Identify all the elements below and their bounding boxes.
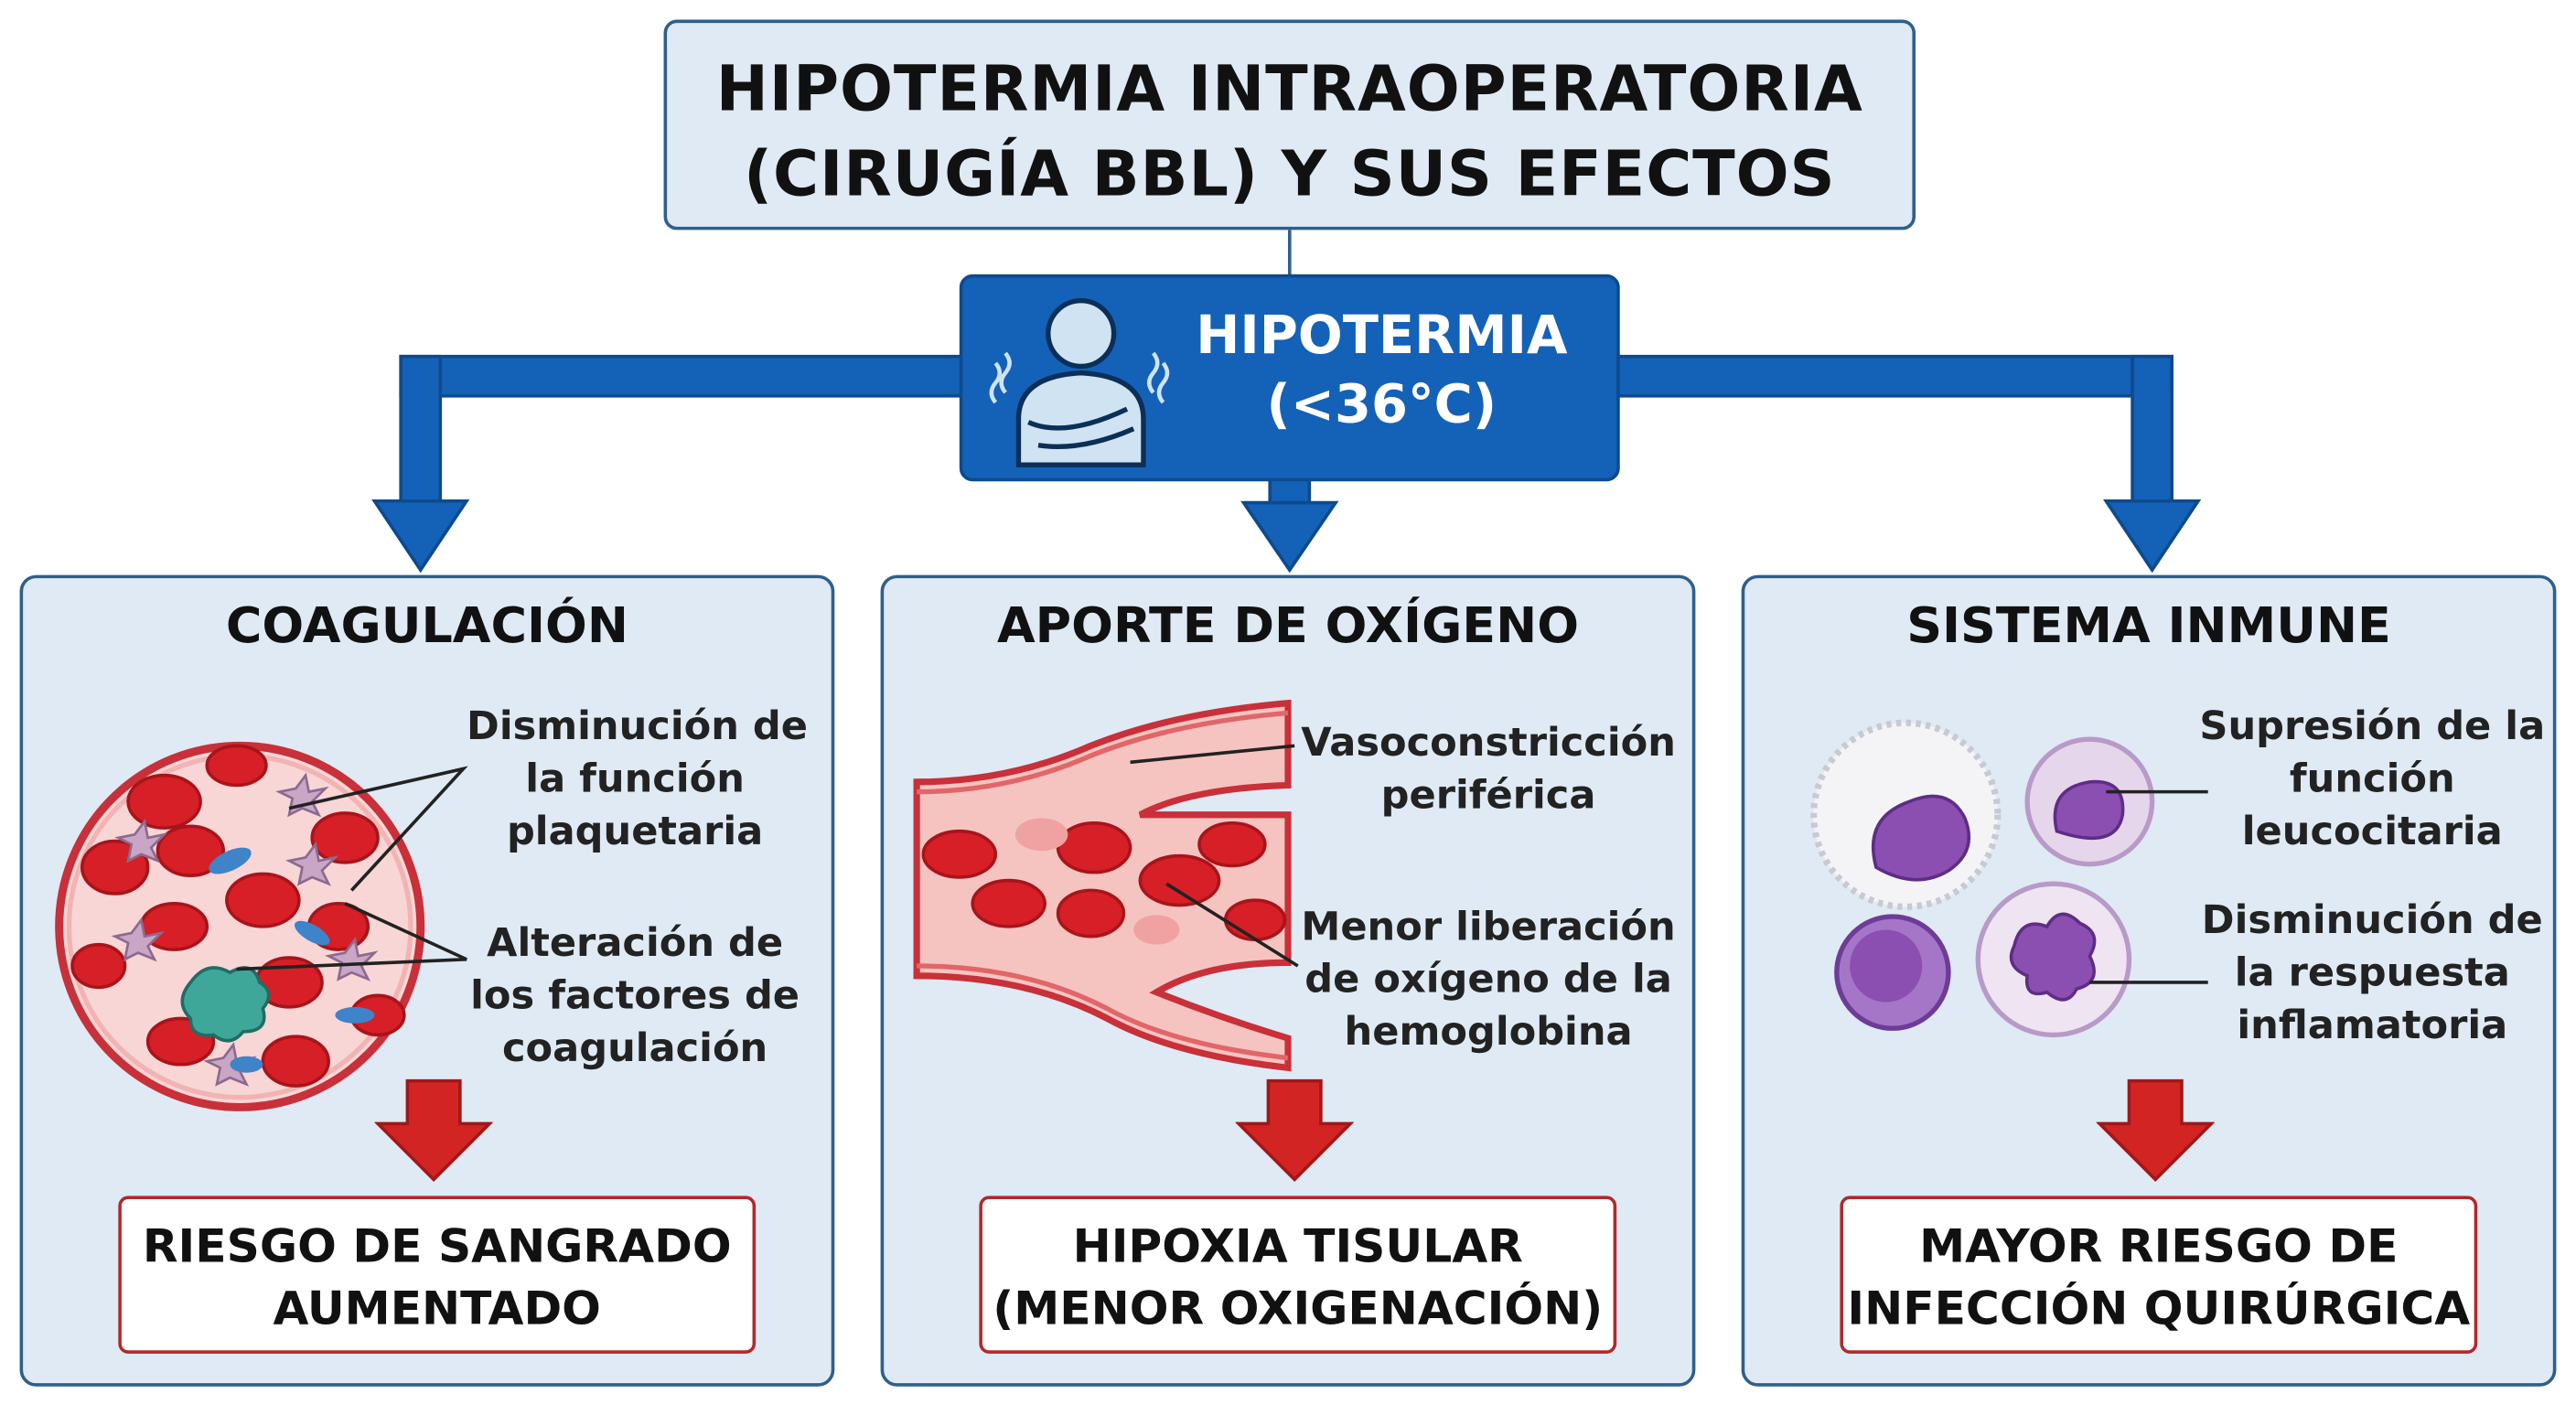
panel-oxygen-supply: APORTE DE OXÍGENO Vasoconstricción perif… [880,574,1696,1387]
pointer-lines [2089,789,2208,984]
label-platelet-function: Disminución de la función plaquetaria [467,702,809,854]
label-leukocyte-function: Supresión de la función leucocitaria [2199,702,2546,854]
panel-title: SISTEMA INMUNE [1906,597,2391,656]
hypothermia-text: HIPOTERMIA (<36°C) [1193,301,1571,439]
label-oxygen-release: Menor liberación de oxígeno de la hemogl… [1301,903,1676,1055]
panel-coagulation: COAGULACIÓN [19,574,835,1387]
arrow-down-red-icon [2096,1078,2215,1182]
title-line-2: (CIRUGÍA BBL) Y SUS EFECTOS [743,137,1836,210]
arrow-right-icon [2102,354,2202,574]
hypothermia-box: HIPOTERMIA (<36°C) [959,273,1620,482]
title-line-1: HIPOTERMIA INTRAOPERATORIA [715,52,1863,125]
arrow-left-icon [371,354,470,574]
label-inflammatory-response: Disminución de la respuesta inflamatoria [2201,896,2543,1048]
label-vasoconstriction: Vasoconstricción periférica [1301,719,1676,819]
arrow-down-red-icon [1235,1078,1354,1182]
result-tissue-hypoxia: HIPOXIA TISULAR (MENOR OXIGENACIÓN) [979,1196,1617,1354]
cold-person-icon [989,297,1170,467]
arrow-down-red-icon [374,1078,493,1182]
result-infection-risk: MAYOR RIESGO DE INFECCIÓN QUIRÚRGICA [1840,1196,2478,1354]
blood-cells-icon [55,741,425,1111]
label-coagulation-factors: Alteración de los factores de coagulació… [470,919,800,1071]
arrow-center-icon [1240,475,1339,574]
title-box: HIPOTERMIA INTRAOPERATORIA (CIRUGÍA BBL)… [663,19,1916,231]
blood-vessel-icon [913,699,1292,1072]
panel-title: COAGULACIÓN [225,597,628,656]
panel-immune-system: SISTEMA INMUNE Supresión de la función l… [1741,574,2557,1387]
leukocytes-icon [1810,719,2155,1038]
pointer-lines [236,766,468,971]
hypothermia-label: HIPOTERMIA [1196,304,1568,367]
hypothermia-temp: (<36°C) [1266,372,1497,435]
result-bleeding-risk: RIESGO DE SANGRADO AUMENTADO [118,1196,757,1354]
panel-title: APORTE DE OXÍGENO [996,597,1580,656]
pointer-lines [1130,744,1299,968]
